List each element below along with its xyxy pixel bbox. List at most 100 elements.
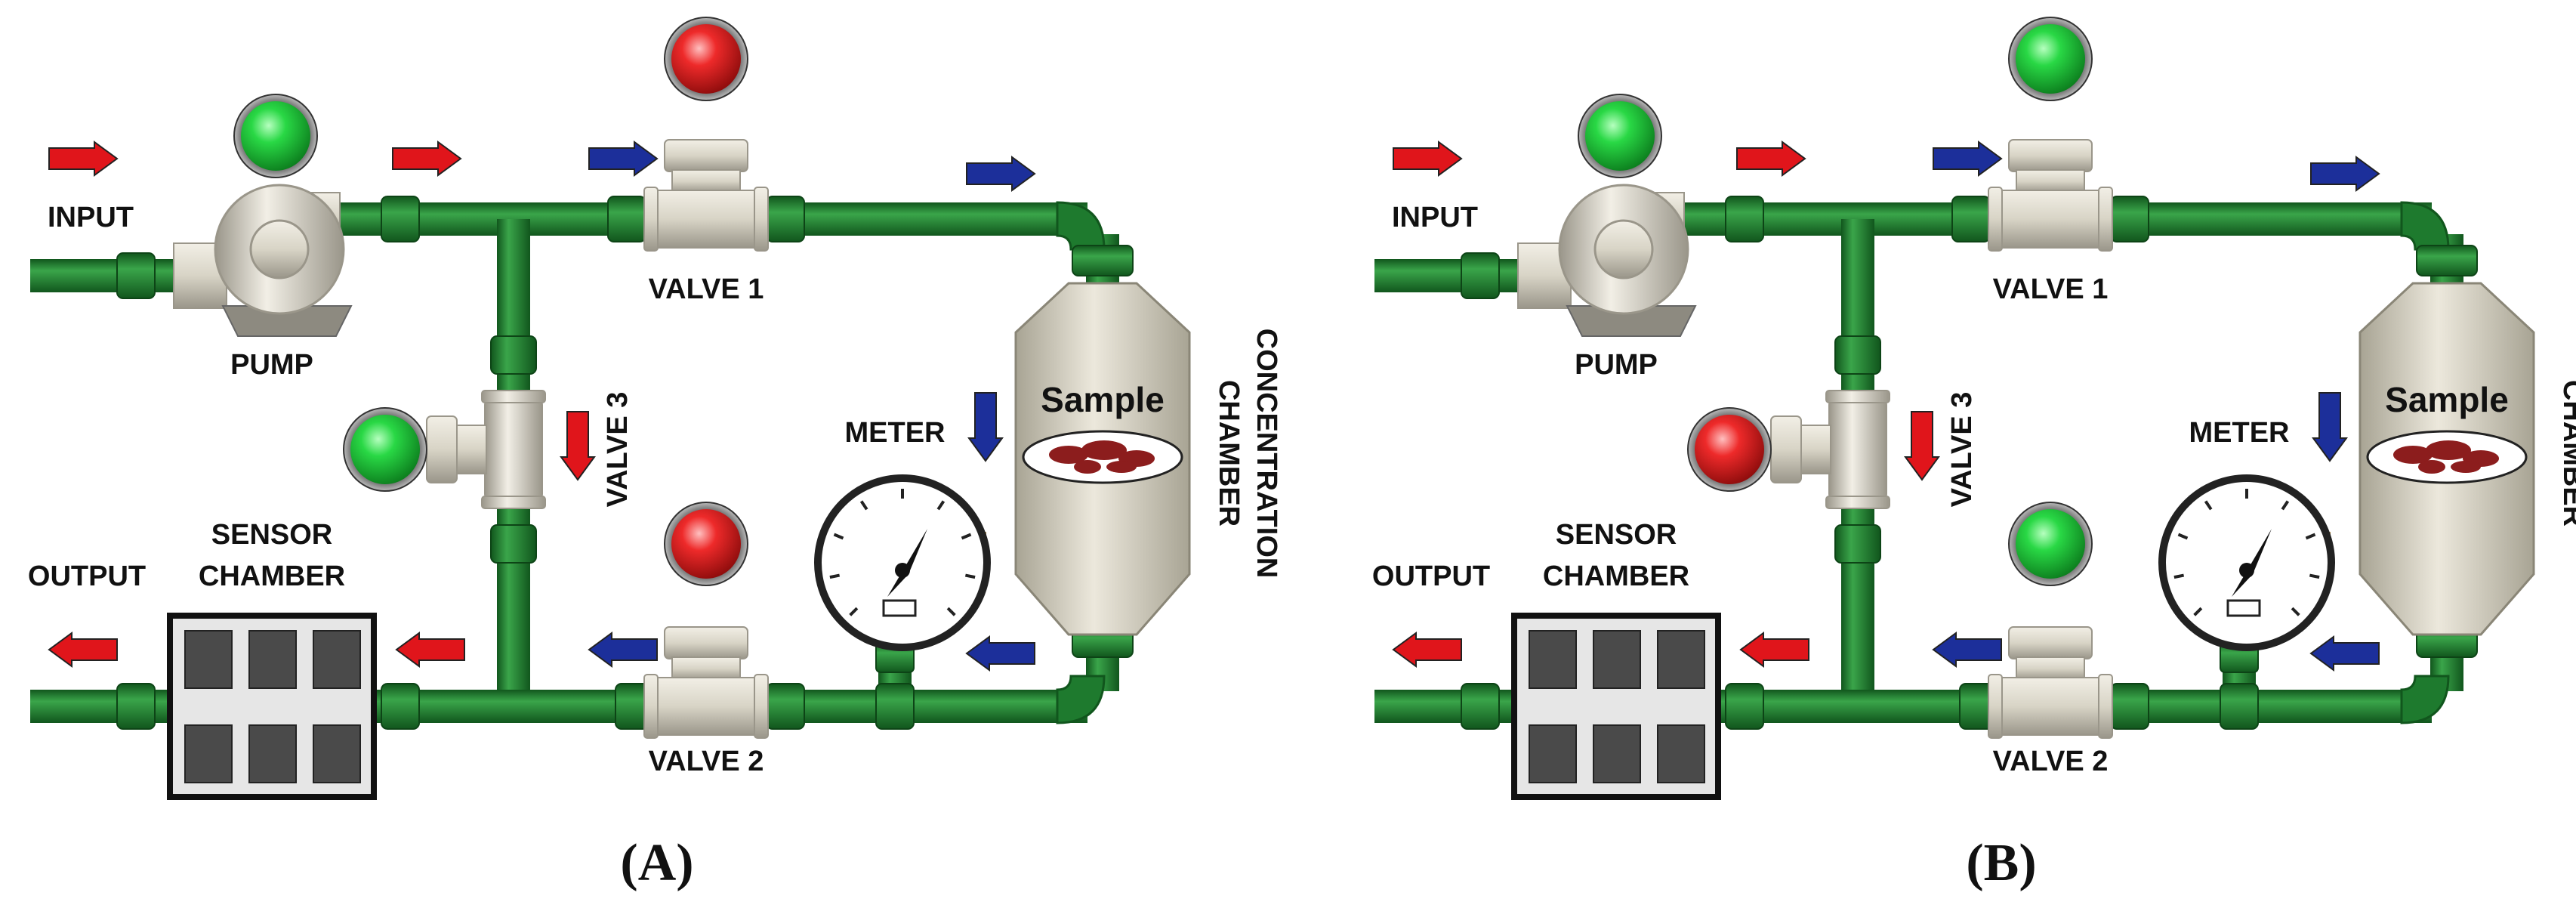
sensor-cell [184, 630, 233, 689]
meter-tick [2281, 500, 2290, 511]
pump-status-light [1585, 101, 1655, 171]
flow-arrow-valve1-in [588, 141, 659, 177]
flow-arrow-input [48, 141, 119, 177]
valve-2-status-light [2016, 509, 2085, 579]
valve-body [1997, 190, 2104, 249]
label-output: OUTPUT [28, 561, 146, 592]
valve-actuator-neck [2016, 656, 2085, 681]
valve-actuator-neck [454, 425, 487, 474]
flow-arrow-tank-out [965, 635, 1035, 672]
valve-actuator-neck [1798, 425, 1831, 474]
label-concentration-line2: CHAMBER [1213, 380, 1245, 527]
tank-inlet-coupler [1072, 245, 1134, 276]
valve-flange [2098, 674, 2113, 739]
meter-tick [829, 573, 841, 579]
inlet-pipe [30, 259, 181, 292]
sample-blob [2418, 460, 2445, 474]
valve-3-status-light [350, 415, 420, 484]
tank-inlet-coupler [2416, 245, 2478, 276]
flow-arrow-output [48, 632, 118, 668]
pipe-coupler [2110, 683, 2149, 730]
flow-arrow-sensor-in [1739, 632, 1809, 668]
valve-body [652, 677, 760, 736]
inlet-pipe [1374, 259, 1526, 292]
panel-caption-A: (A) [620, 834, 693, 892]
pipe-coupler [607, 196, 646, 242]
sensor-cell [1529, 724, 1577, 783]
flow-arrow-pump-out [392, 141, 462, 177]
panel-caption-B: (B) [1966, 834, 2036, 892]
flow-arrow-top-right [966, 156, 1036, 192]
pump-impeller [249, 219, 310, 280]
pipe-coupler [1834, 335, 1881, 375]
sample-label: Sample [1041, 380, 1165, 419]
pipe-coupler [766, 683, 805, 730]
label-sensor-line2: CHAMBER [199, 561, 345, 592]
valve-1 [1988, 139, 2113, 252]
meter-tick [964, 573, 976, 579]
pipe-coupler [381, 196, 420, 242]
sample-blob [2426, 440, 2471, 460]
flow-arrow-meter [2312, 392, 2348, 462]
valve-flange [1825, 390, 1890, 403]
pipe-coupler [766, 196, 805, 242]
sensor-cell [248, 724, 297, 783]
label-sensor-line1: SENSOR [1556, 519, 1677, 551]
valve-2-status-light [671, 509, 741, 579]
valve-body [1997, 677, 2104, 736]
sensor-cell [184, 724, 233, 783]
valve-flange [1988, 187, 2003, 252]
meter-tick [2309, 573, 2320, 579]
valve-actuator-top [664, 139, 748, 172]
label-pump: PUMP [1575, 349, 1658, 381]
flow-arrow-meter [967, 392, 1004, 462]
label-input: INPUT [1392, 202, 1478, 233]
valve-flange [754, 187, 769, 252]
pipe-coupler [2110, 196, 2149, 242]
flow-arrow-valve1-in [1933, 141, 2003, 177]
meter-needle [2232, 529, 2272, 597]
label-input: INPUT [48, 202, 134, 233]
meter-tick [961, 533, 972, 540]
valve-3-status-light [1695, 415, 1764, 484]
meter-display [2226, 599, 2261, 617]
sensor-cell [313, 630, 361, 689]
sample-label: Sample [2385, 380, 2509, 419]
sensor-cell [313, 724, 361, 783]
valve-1-status-light [2016, 24, 2085, 94]
valve-2 [1988, 626, 2113, 739]
valve-actuator-top [664, 626, 748, 659]
label-meter: METER [2189, 417, 2290, 449]
pipe-elbow [1056, 675, 1106, 724]
pump-impeller [1593, 219, 1654, 280]
sample-blob [1049, 446, 1088, 464]
sensor-cell [1593, 724, 1641, 783]
flow-arrow-pump-out [1736, 141, 1806, 177]
valve-flange [481, 496, 546, 509]
concentration-chamber: Sample [2359, 282, 2535, 636]
pump [173, 184, 353, 337]
label-concentration-line2: CHAMBER [2557, 380, 2576, 527]
pump-status-light [241, 101, 310, 171]
flow-arrow-sensor-in [395, 632, 465, 668]
concentration-chamber: Sample [1014, 282, 1191, 636]
meter-tick [849, 607, 859, 616]
pipe-coupler [875, 683, 915, 730]
label-sensor-line2: CHAMBER [1543, 561, 1689, 592]
pipe-coupler [1461, 252, 1500, 299]
sensor-cell [1529, 630, 1577, 689]
meter-pivot [895, 563, 910, 578]
pipe-coupler [1725, 196, 1764, 242]
flow-arrow-output [1392, 632, 1462, 668]
meter-display [882, 599, 917, 617]
valve-2 [643, 626, 769, 739]
label-valve-3: VALVE 3 [602, 392, 634, 508]
flow-arrow-tank-out [2309, 635, 2380, 672]
label-output: OUTPUT [1372, 561, 1490, 592]
sensor-cell [1657, 724, 1705, 783]
meter-tick [2305, 533, 2316, 540]
sensor-chamber [167, 613, 377, 800]
